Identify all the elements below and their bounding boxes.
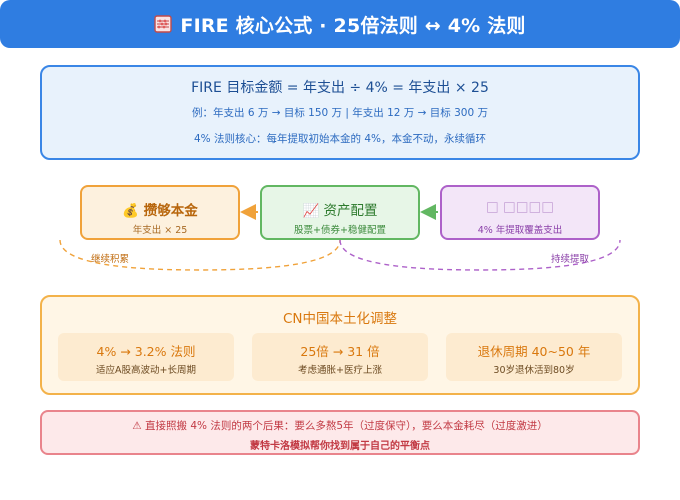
- node-subtitle: 股票+债券+稳健配置: [294, 225, 386, 236]
- card-title: 退休周期 40~50 年: [477, 344, 591, 359]
- missing-glyph-icon: □: [485, 199, 499, 215]
- loop-accumulate: [59, 239, 341, 271]
- adjust-card-multiple: 25倍 → 31 倍 考虑通胀+医疗上涨: [252, 333, 428, 381]
- abacus-icon: [154, 15, 173, 33]
- adjust-card-retirement-period: 退休周期 40~50 年 30岁退休活到80岁: [446, 333, 622, 381]
- card-title: 25倍 → 31 倍: [300, 344, 380, 359]
- warning-text: ⚠ 直接照搬 4% 法则的两个后果：要么多熬5年（过度保守），要么本金耗尽（过度…: [132, 420, 548, 432]
- card-subtitle: 适应A股高波动+长周期: [96, 365, 196, 376]
- formula-example: 例：年支出 6 万 → 目标 150 万 | 年支出 12 万 → 目标 300…: [192, 107, 488, 119]
- node-title: 资产配置: [323, 203, 378, 219]
- node-accumulate-principal: 💰 攒够本金 年支出 × 25: [80, 185, 240, 240]
- node-title: 攒够本金: [143, 203, 198, 219]
- card-subtitle: 30岁退休活到80岁: [493, 365, 575, 376]
- money-bag-icon: 💰: [122, 203, 140, 219]
- adjust-card-withdraw-rate: 4% → 3.2% 法则 适应A股高波动+长周期: [58, 333, 234, 381]
- node-title: □□□□: [503, 199, 555, 215]
- card-title: 4% → 3.2% 法则: [96, 344, 196, 359]
- formula-panel: FIRE 目标金额 = 年支出 ÷ 4% = 年支出 × 25 例：年支出 6 …: [40, 65, 640, 160]
- node-annual-withdrawal: □ □□□□ 4% 年提取覆盖支出: [440, 185, 600, 240]
- warning-conclusion: 蒙特卡洛模拟帮你找到属于自己的平衡点: [250, 441, 430, 452]
- localization-panel: CN中国本土化调整 4% → 3.2% 法则 适应A股高波动+长周期 25倍 →…: [40, 295, 640, 395]
- node-asset-allocation: 📈 资产配置 股票+债券+稳健配置: [260, 185, 420, 240]
- chart-up-icon: 📈: [302, 203, 320, 219]
- card-subtitle: 考虑通胀+医疗上涨: [298, 365, 382, 376]
- node-subtitle: 4% 年提取覆盖支出: [477, 225, 563, 236]
- flow-label-left: 继续积累: [91, 253, 129, 265]
- flow-label-right: 持续提取: [551, 253, 590, 265]
- localization-title: CN中国本土化调整: [282, 311, 398, 327]
- warning-panel: ⚠ 直接照搬 4% 法则的两个后果：要么多熬5年（过度保守），要么本金耗尽（过度…: [40, 410, 640, 455]
- node-subtitle: 年支出 × 25: [132, 225, 188, 236]
- formula-main: FIRE 目标金额 = 年支出 ÷ 4% = 年支出 × 25: [191, 80, 489, 96]
- loop-withdraw: [339, 239, 621, 271]
- header-banner: FIRE 核心公式 · 25倍法则 ↔ 4% 法则: [0, 0, 680, 48]
- formula-core-rule: 4% 法则核心：每年提取初始本金的 4%，本金不动，永续循环: [194, 133, 486, 145]
- page-title: FIRE 核心公式 · 25倍法则 ↔ 4% 法则: [180, 14, 526, 37]
